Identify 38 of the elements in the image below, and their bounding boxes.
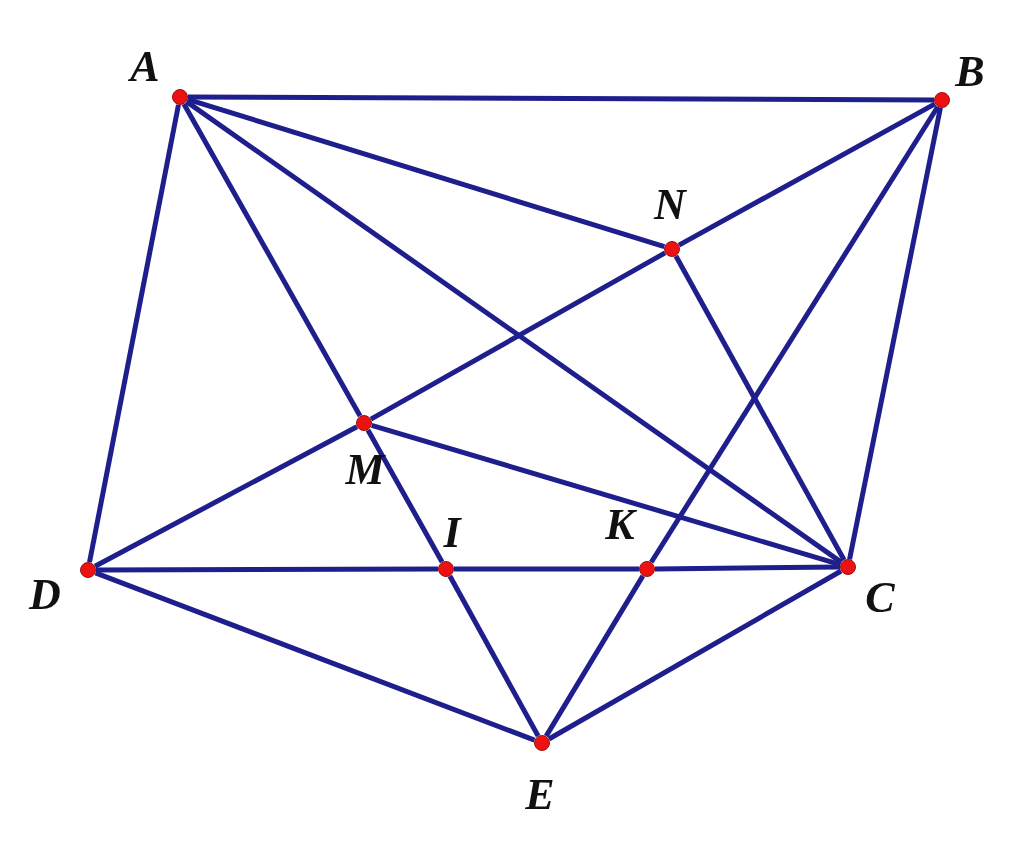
point-marker [934, 92, 950, 108]
point-label: I [443, 511, 461, 555]
point-marker [172, 89, 188, 105]
line-segment [87, 104, 181, 563]
line-segment [654, 564, 841, 572]
line-segment [649, 105, 940, 564]
point-label: B [955, 50, 985, 94]
line-segment [365, 428, 445, 564]
line-segment [93, 424, 359, 569]
point-marker [840, 559, 856, 575]
point-marker [80, 562, 96, 578]
line-segment [186, 96, 666, 250]
line-segment [447, 574, 541, 738]
point-label: E [525, 773, 555, 817]
line-segment [847, 107, 943, 560]
line-segment [181, 102, 363, 418]
point-marker [438, 561, 454, 577]
line-segment [673, 254, 847, 562]
line-segment [370, 422, 842, 568]
point-marker [639, 561, 655, 577]
point-label: C [865, 576, 895, 620]
point-label: N [654, 183, 686, 227]
point-marker [534, 735, 550, 751]
line-segment [185, 99, 843, 565]
point-marker [664, 241, 680, 257]
line-segment [188, 94, 934, 103]
line-segment [369, 250, 667, 422]
line-segment [547, 568, 843, 742]
point-label: M [345, 448, 385, 492]
line-segment [544, 574, 645, 738]
line-segment [454, 566, 639, 572]
point-label: A [130, 45, 160, 89]
point-label: K [605, 503, 635, 547]
line-segment [96, 566, 438, 573]
line-segment [94, 570, 536, 743]
point-marker [356, 415, 372, 431]
point-label: D [29, 573, 61, 617]
line-segment [677, 101, 937, 248]
